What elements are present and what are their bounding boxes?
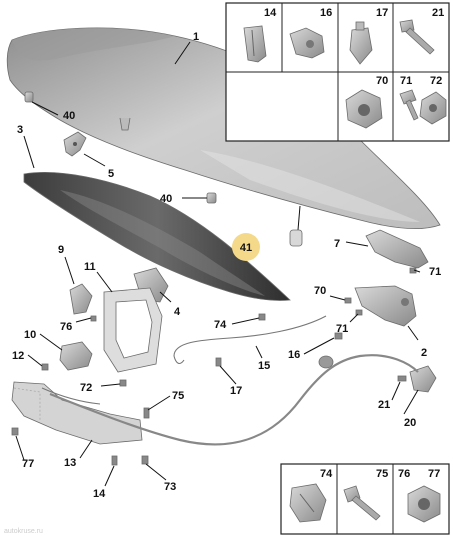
leader-lines [15,41,421,487]
latch-support-frame [103,287,163,373]
callout-10: 10 [24,329,36,341]
nut-72-icon [419,91,447,125]
callout-77: 77 [22,458,34,470]
top-box-label-72: 72 [430,75,442,87]
top-box-label-14: 14 [264,7,277,19]
callout-41: 41 [240,242,252,254]
clip-17-icon [349,21,373,65]
callout-16: 16 [288,349,300,361]
clip-12 [41,363,49,371]
safety-catch [409,365,437,393]
nut-70-icon [345,89,383,129]
clip-16-on-cable [334,332,343,340]
screw-70 [344,297,352,304]
screw-71-icon [399,89,419,121]
top-box-label-21: 21 [432,7,444,19]
top-box-label-17: 17 [376,7,388,19]
nut-77 [11,427,19,436]
bump-stop-upper [24,91,34,103]
hood-hinge [63,131,87,157]
top-parts-box: 14 16 17 21 70 71 [225,2,450,142]
callout-75: 75 [172,390,184,402]
callout-13: 13 [64,457,76,469]
bottom-parts-box: 74 75 76 77 [280,463,450,535]
release-cable-front [173,315,327,365]
callout-21: 21 [378,399,390,411]
bottom-box-label-77: 77 [428,468,440,480]
clip-74 [258,313,266,321]
callout-20: 20 [404,417,416,429]
callout-5: 5 [108,168,114,180]
callout-9: 9 [58,244,64,256]
callout-14: 14 [93,488,106,500]
callout-11: 11 [84,261,96,273]
callout-73: 73 [164,481,176,493]
watermark-text: autokruse.ru [4,528,43,535]
callout-72: 72 [80,382,92,394]
bump-stop-lower [206,192,217,204]
callout-7: 7 [334,238,340,250]
screw-21 [397,375,407,382]
clip-74-icon [289,483,327,523]
top-box-label-70: 70 [376,75,388,87]
clip-73 [141,455,149,465]
callout-1: 1 [193,31,199,43]
clip-17-on-cable [215,357,222,367]
cable-grommet [318,355,334,369]
clip-72 [119,379,127,387]
callout-76: 76 [60,321,72,333]
screw-21-icon [399,19,435,55]
clip-76 [90,315,97,322]
release-handle [59,341,93,371]
release-lever-support [11,381,143,445]
hood-latch [354,285,417,327]
release-cable-main [41,354,419,446]
top-box-label-71: 71 [400,75,412,87]
clip-14 [111,455,118,466]
screw-75-icon [343,485,381,521]
part-41-plug [289,205,303,247]
small-bracket [69,283,93,315]
top-box-label-16: 16 [320,7,332,19]
callout-3: 3 [17,124,23,136]
nut-76-77-icon [407,485,441,523]
callout-40-upper: 40 [63,110,75,122]
highlight-41: 41 [232,233,260,261]
bottom-box-label-75: 75 [376,468,388,480]
callout-71-upper: 71 [429,266,441,278]
callout-71-lower: 71 [336,323,348,335]
callout-15: 15 [258,360,270,372]
clip-16-icon [289,27,325,59]
callout-40-lower: 40 [160,193,172,205]
callout-2: 2 [421,347,427,359]
clip-14-icon [243,25,267,63]
latch-bracket [365,229,429,269]
callout-4: 4 [174,306,181,318]
bottom-box-label-76: 76 [398,468,410,480]
callout-12: 12 [12,350,24,362]
callout-74: 74 [214,319,227,331]
hood-panel [6,27,441,229]
hood-insulation [23,172,291,301]
callout-17: 17 [230,385,242,397]
screw-75 [143,407,150,419]
bottom-box-label-74: 74 [320,468,333,480]
callout-70: 70 [314,285,326,297]
